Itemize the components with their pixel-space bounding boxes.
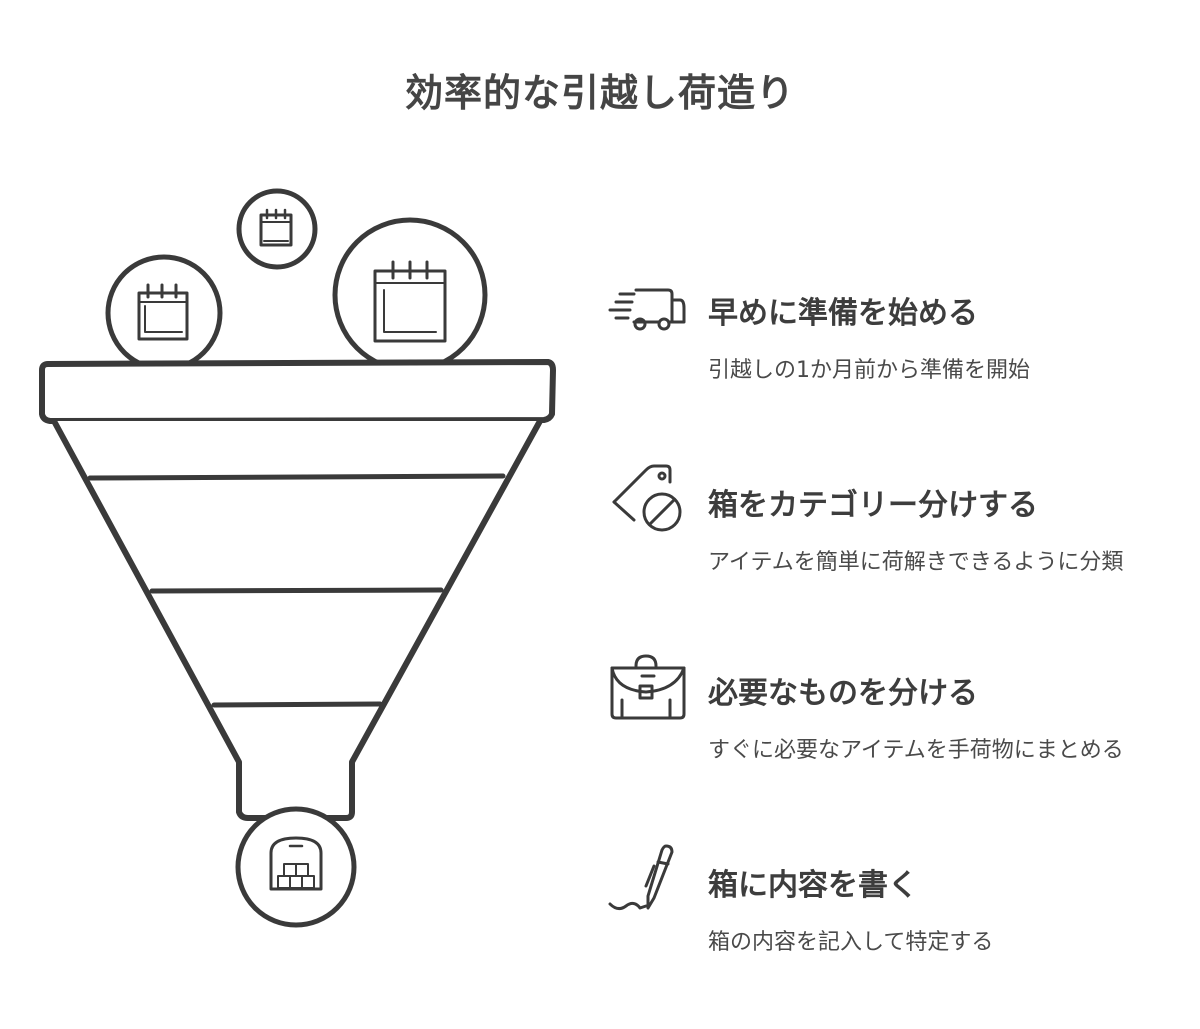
step-description: 引越しの1か月前から準備を開始 (708, 358, 1030, 383)
pen-icon (608, 844, 674, 911)
moving-truck-icon (608, 288, 686, 331)
step-description: 箱の内容を記入して特定する (708, 930, 994, 955)
input-calendar-left-icon (105, 254, 223, 372)
page-title: 効率的な引越し荷造り (404, 71, 795, 115)
output-warehouse-boxes-icon (235, 806, 357, 928)
step-start-early: 早めに準備を始める 引越しの1か月前から準備を開始 (606, 270, 1186, 390)
tag-icon (612, 464, 682, 532)
step-heading: 早めに準備を始める (708, 296, 978, 331)
step-heading: 箱に内容を書く (708, 868, 918, 903)
step-description: すぐに必要なアイテムを手荷物にまとめる (708, 738, 1124, 763)
input-calendar-large-icon (332, 217, 488, 373)
step-label-contents: 箱に内容を書く 箱の内容を記入して特定する (606, 842, 1186, 962)
input-calendar-small-icon (236, 188, 318, 270)
bag-icon (610, 654, 686, 720)
step-description: アイテムを簡単に荷解きできるように分類 (708, 550, 1124, 575)
step-separate-essentials: 必要なものを分ける すぐに必要なアイテムを手荷物にまとめる (606, 650, 1186, 770)
funnel (39, 359, 556, 821)
step-categorize-boxes: 箱をカテゴリー分けする アイテムを簡単に荷解きできるように分類 (606, 462, 1186, 582)
step-heading: 必要なものを分ける (708, 676, 978, 711)
step-heading: 箱をカテゴリー分けする (708, 488, 1038, 523)
